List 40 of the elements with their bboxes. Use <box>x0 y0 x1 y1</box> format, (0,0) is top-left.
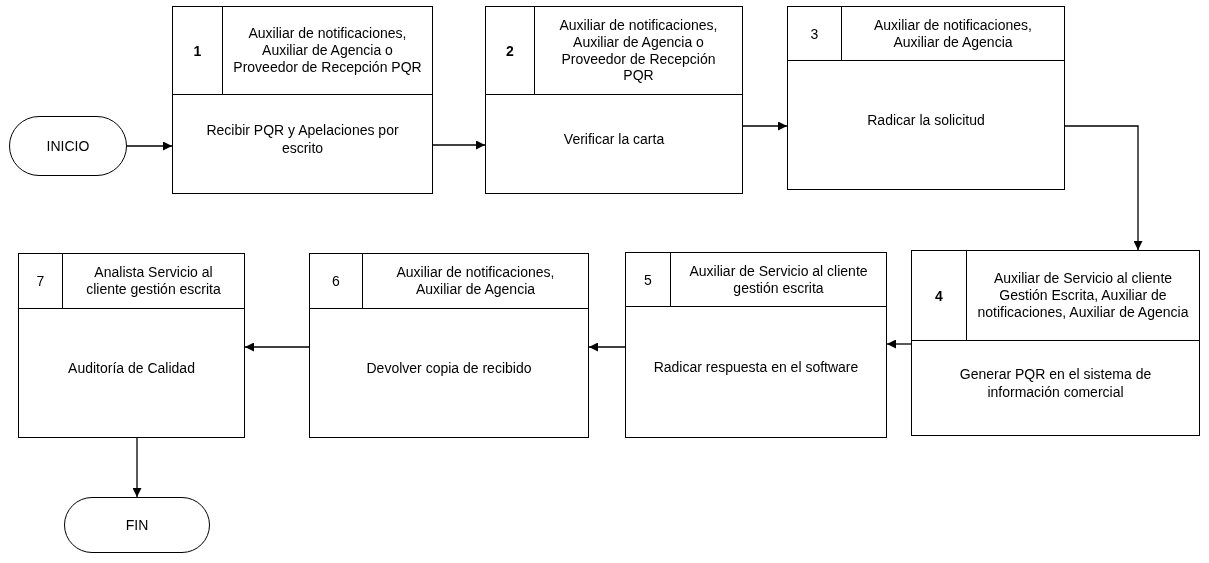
activity-text: Auditoría de Calidad <box>68 358 195 378</box>
process-box <box>787 6 1065 190</box>
arrow <box>126 141 173 151</box>
step-number: 7 <box>36 273 45 289</box>
activity-text: Radicar la solicitud <box>867 110 985 130</box>
role-text: Auxiliar de notificaciones, Auxiliar de Agencia <box>873 16 1033 51</box>
arrow <box>588 342 626 352</box>
activity-text: Radicar respuesta en el software <box>653 357 859 377</box>
step-number: 2 <box>506 42 514 59</box>
step-number: 4 <box>935 287 943 304</box>
terminal-shape <box>64 497 210 553</box>
activity-text: Generar PQR en el sistema de información comercial <box>958 364 1153 402</box>
step-number: 6 <box>332 273 340 289</box>
arrow <box>432 140 486 150</box>
arrow <box>244 342 310 352</box>
process-box <box>172 6 433 194</box>
process-box <box>18 253 245 438</box>
activity-text: Devolver copia de recibido <box>366 358 532 378</box>
role-text: Auxiliar de Servicio al cliente Gestión Escrita, Auxiliar de notificaciones, Auxiliar de Agencia <box>976 270 1190 321</box>
terminal-shape <box>9 116 127 176</box>
arrow <box>886 339 912 349</box>
arrow <box>742 121 788 131</box>
role-text: Auxiliar de notificaciones, Auxiliar de Agencia o Proveedor de Recepción PQR <box>232 25 423 76</box>
step-number: 3 <box>810 25 819 42</box>
role-text: Auxiliar de notificaciones, Auxiliar de Agencia <box>395 264 556 298</box>
arrow <box>132 437 142 498</box>
step-number: 5 <box>644 271 652 288</box>
terminal-label: FIN <box>125 517 149 533</box>
role-text: Auxiliar de notificaciones, Auxiliar de Agencia o Proveedor de Recepción PQR <box>558 16 719 85</box>
process-box <box>911 250 1200 436</box>
terminal-label: INICIO <box>46 138 90 154</box>
process-box <box>485 6 743 194</box>
role-text: Analista Servicio al cliente gestión escrita <box>85 264 222 298</box>
process-box <box>309 253 589 438</box>
role-text: Auxiliar de Servicio al cliente gestión escrita <box>688 262 869 297</box>
arrow <box>1064 125 1143 251</box>
activity-text: Recibir PQR y Apelaciones por escrito <box>205 120 400 158</box>
process-box <box>625 252 887 438</box>
activity-text: Verificar la carta <box>563 129 665 149</box>
step-number: 1 <box>193 42 202 59</box>
